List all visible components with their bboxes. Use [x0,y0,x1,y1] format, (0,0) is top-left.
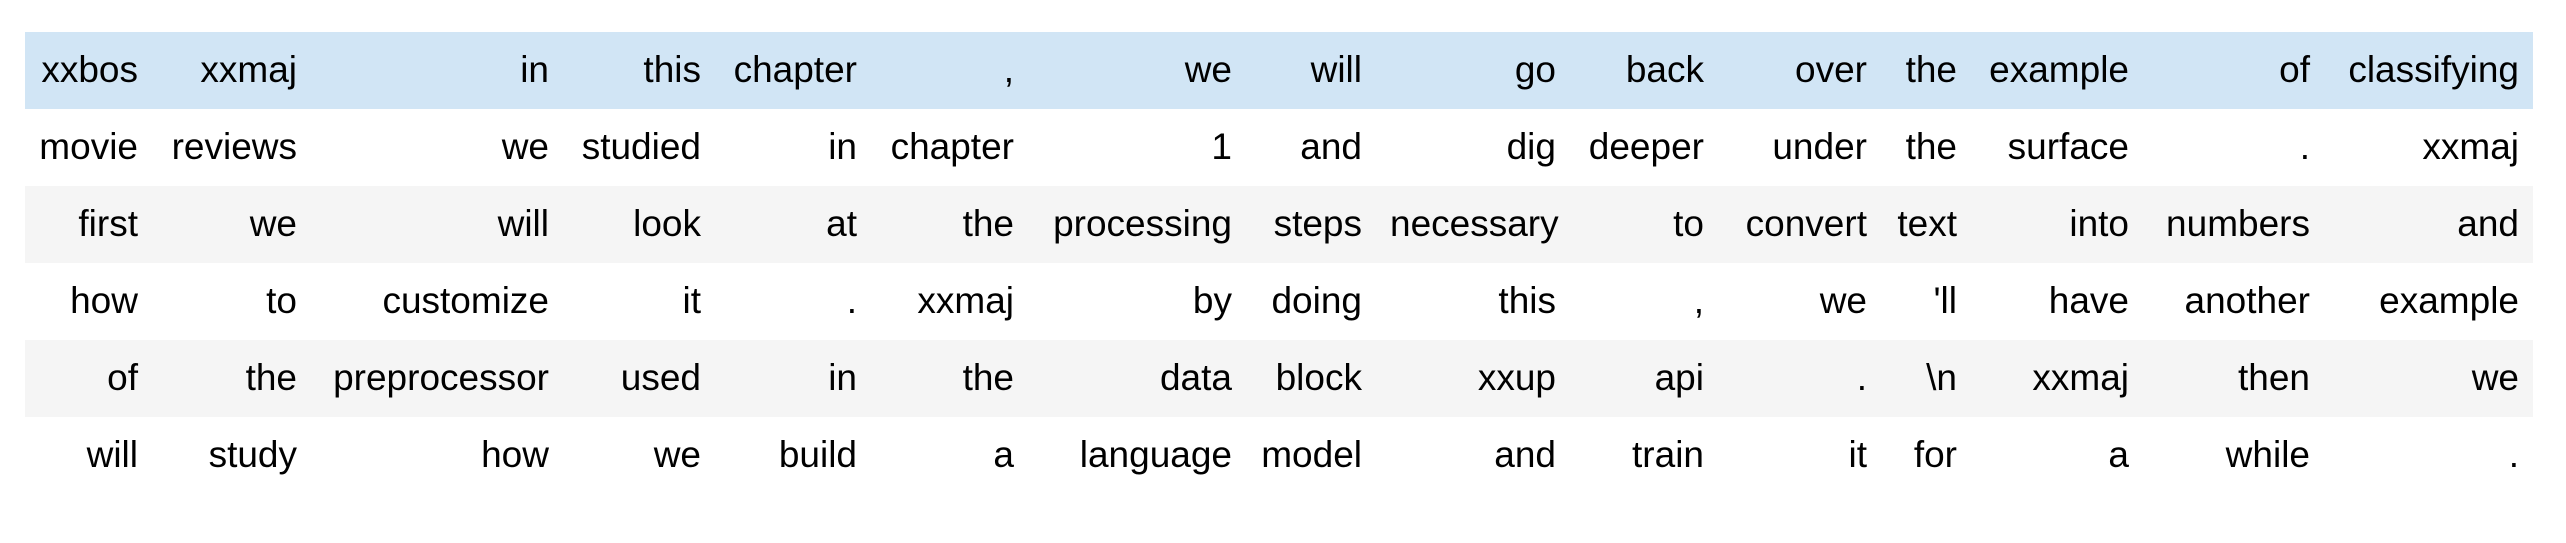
token-cell: chapter [890,126,1014,168]
token-cell: , [1003,49,1014,91]
token-cell: to [1673,203,1704,245]
token-cell: steps [1273,203,1362,245]
token-cell: xxmaj [200,49,297,91]
token-cell: block [1275,357,1362,399]
table-row: will study how we build a language model and trai… [25,417,2533,494]
token-cell: will [1310,49,1362,91]
token-cell: we [1184,49,1232,91]
token-cell: back [1625,49,1704,91]
token-cell: . [2299,126,2310,168]
token-cell: first [78,203,138,245]
token-cell: this [643,49,701,91]
token-cell: . [2508,434,2519,476]
token-cell: doing [1271,280,1362,322]
token-cell: xxmaj [2422,126,2519,168]
token-cell: studied [581,126,701,168]
token-cell: will [86,434,138,476]
token-cell: study [208,434,297,476]
token-cell: in [828,126,857,168]
token-cell: text [1897,203,1957,245]
table-row: first we will look at the processing steps neces… [25,186,2533,263]
token-cell: build [778,434,857,476]
token-cell: , [1693,280,1704,322]
token-cell: by [1192,280,1232,322]
token-cell: under [1772,126,1867,168]
token-cell: reviews [171,126,297,168]
token-cell: we [2471,357,2519,399]
table-row: of the preprocessor used in the data block xxup a… [25,340,2533,417]
token-cell: in [520,49,549,91]
table-body: xxbos xxmaj in this chapter, we will go back over… [25,32,2533,494]
token-cell: dig [1506,126,1556,168]
token-cell: convert [1745,203,1867,245]
token-cell: how [70,280,138,322]
token-cell: look [633,203,701,245]
token-cell: xxmaj [2032,357,2129,399]
token-cell: and [1494,434,1556,476]
token-cell: the [1905,49,1957,91]
token-cell: xxmaj [917,280,1014,322]
token-cell: we [1819,280,1867,322]
token-cell: classifying [2348,49,2519,91]
token-cell: a [2108,434,2129,476]
token-cell: . [1856,357,1867,399]
token-cell: have [2048,280,2129,322]
token-cell: train [1632,434,1704,476]
token-cell: we [653,434,701,476]
token-cell: it [682,280,702,322]
token-cell: language [1079,434,1232,476]
token-cell: while [2225,434,2310,476]
token-cell: it [1848,434,1868,476]
token-cell: we [249,203,297,245]
token-cell: xxup [1477,357,1556,399]
token-cell: the [962,357,1014,399]
token-cell: over [1795,49,1867,91]
token-cell: preprocessor [333,357,549,399]
token-cell: customize [382,280,549,322]
token-cell: \n [1926,357,1957,399]
token-cell: 1 [1211,126,1232,168]
token-cell: for [1913,434,1957,476]
token-cell: in [828,357,857,399]
token-cell: to [266,280,297,322]
token-cell: this [1498,280,1556,322]
token-cell: necessary [1390,203,1559,245]
token-cell: data [1159,357,1232,399]
token-cell: xxbos [41,49,138,91]
token-cell: deeper [1588,126,1704,168]
token-cell: how [481,434,549,476]
table-row: xxbos xxmaj in this chapter, we will go back over… [25,32,2533,109]
token-cell: example [2379,280,2519,322]
token-cell: the [245,357,297,399]
token-cell: a [993,434,1014,476]
token-cell: will [497,203,549,245]
token-cell: and [1300,126,1362,168]
token-cell: api [1654,357,1704,399]
token-cell: then [2237,357,2310,399]
token-cell: movie [39,126,138,168]
token-cell: surface [2007,126,2129,168]
token-cell: numbers [2166,203,2310,245]
token-cell: we [501,126,549,168]
token-cell: model [1261,434,1362,476]
token-cell: example [1989,49,2129,91]
token-cell: at [826,203,857,245]
token-cell: of [107,357,138,399]
token-cell: the [1905,126,1957,168]
token-cell: chapter [733,49,857,91]
token-cell: into [2069,203,2129,245]
token-cell: of [2279,49,2310,91]
token-cell: 'll [1933,280,1957,322]
token-cell: . [846,280,857,322]
token-cell: go [1514,49,1556,91]
tokenized-text-table: xxbos xxmaj in this chapter, we will go back over… [25,32,2533,494]
token-cell: the [962,203,1014,245]
token-cell: processing [1053,203,1232,245]
token-cell: another [2184,280,2311,322]
token-cell: used [620,357,701,399]
token-cell: and [2457,203,2519,245]
